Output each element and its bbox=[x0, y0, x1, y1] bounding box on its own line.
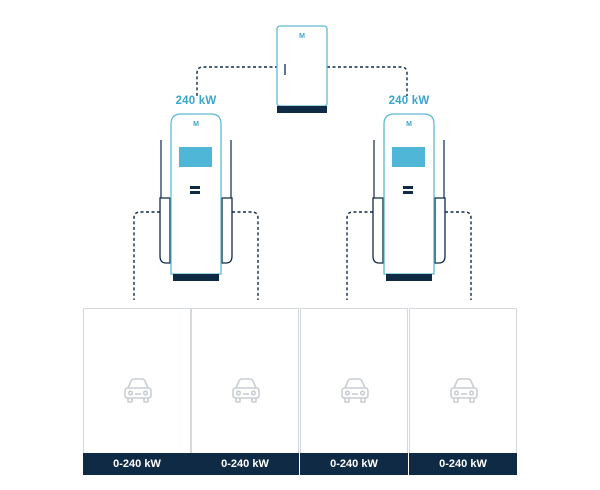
charger-right: M bbox=[372, 113, 446, 281]
parking-bay-4: 0-240 kW bbox=[409, 308, 517, 475]
charger-right-power: 240 kW bbox=[388, 95, 430, 107]
charger-left-logo: M bbox=[193, 121, 199, 128]
parking-bay-2: 0-240 kW bbox=[191, 308, 299, 475]
link-cabinet-charger-left bbox=[196, 66, 278, 96]
power-cabinet: M bbox=[276, 25, 328, 113]
cable-right-a bbox=[346, 211, 373, 300]
cabinet-logo: M bbox=[299, 33, 305, 40]
parking-bay-3: 0-240 kW bbox=[300, 308, 408, 475]
cable-left-a bbox=[133, 211, 160, 300]
cable-right-b bbox=[445, 211, 472, 300]
charger-left: M bbox=[159, 113, 233, 281]
parking-bay-1: 0-240 kW bbox=[83, 308, 191, 475]
bay-4-power: 0-240 kW bbox=[409, 453, 517, 475]
cable-left-b bbox=[232, 211, 259, 300]
car-icon bbox=[450, 378, 478, 403]
link-cabinet-charger-right bbox=[327, 66, 408, 96]
car-icon bbox=[124, 378, 152, 403]
car-icon bbox=[341, 378, 369, 403]
bay-1-power: 0-240 kW bbox=[83, 453, 191, 475]
charger-left-power: 240 kW bbox=[175, 95, 217, 107]
bay-2-power: 0-240 kW bbox=[191, 453, 299, 475]
bay-3-power: 0-240 kW bbox=[300, 453, 408, 475]
car-icon bbox=[232, 378, 260, 403]
charger-right-logo: M bbox=[406, 121, 412, 128]
